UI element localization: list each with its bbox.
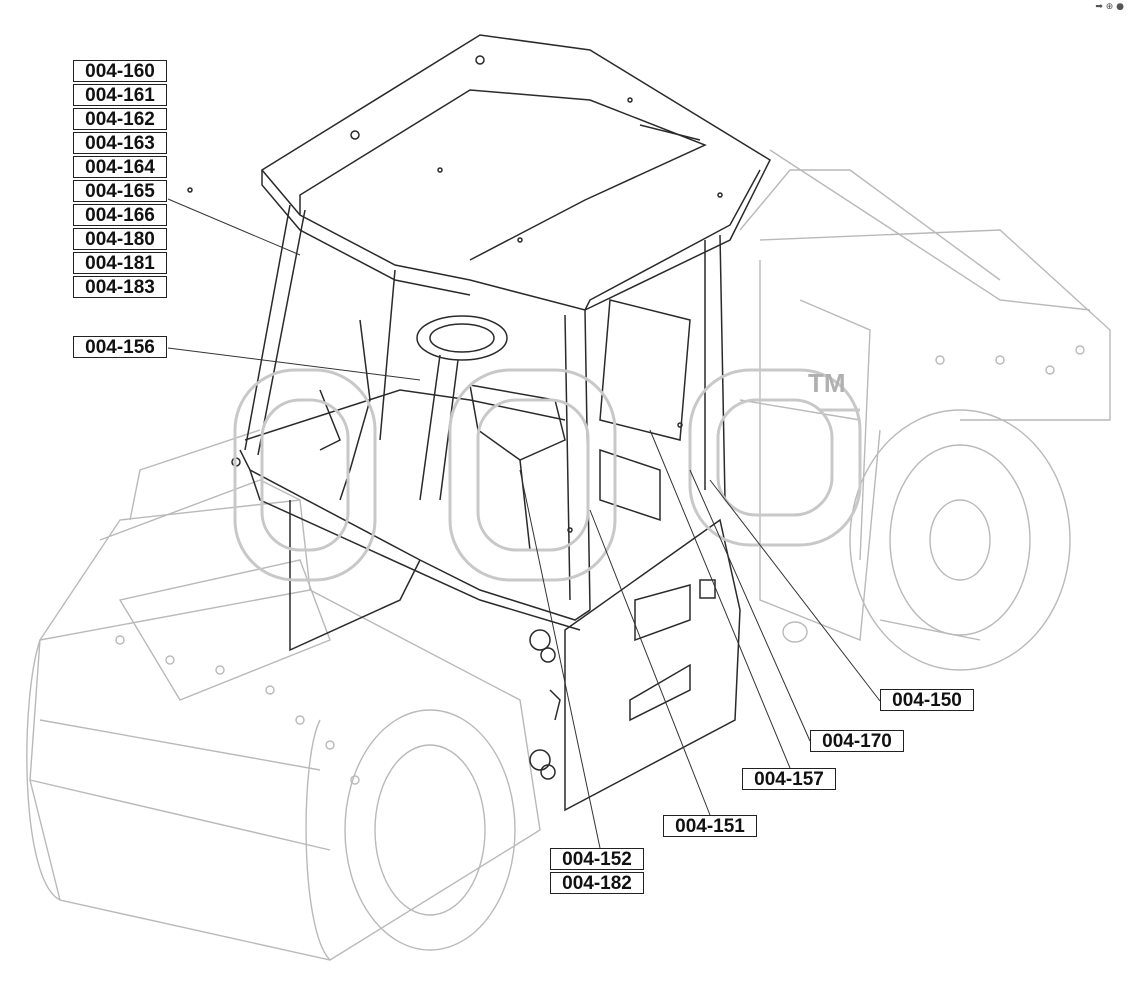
leader-roof-group bbox=[167, 198, 301, 256]
callout-004-163[interactable]: 004-163 bbox=[73, 132, 167, 154]
callout-group-roof: 004-160 004-161 004-162 004-163 004-164 … bbox=[73, 60, 167, 300]
callout-004-165[interactable]: 004-165 bbox=[73, 180, 167, 202]
roller-machine-outline bbox=[26, 149, 1111, 961]
callout-004-170[interactable]: 004-170 bbox=[810, 730, 904, 752]
leader-004-170 bbox=[689, 469, 811, 742]
callout-004-152[interactable]: 004-152 bbox=[550, 848, 644, 870]
callout-004-183[interactable]: 004-183 bbox=[73, 276, 167, 298]
cab-outline bbox=[187, 34, 771, 812]
callout-004-166[interactable]: 004-166 bbox=[73, 204, 167, 226]
trademark-symbol: TM bbox=[808, 368, 846, 398]
callout-004-181[interactable]: 004-181 bbox=[73, 252, 167, 274]
callout-004-150[interactable]: 004-150 bbox=[880, 689, 974, 711]
callout-004-180[interactable]: 004-180 bbox=[73, 228, 167, 250]
leader-004-150 bbox=[709, 479, 881, 702]
leader-004-157 bbox=[649, 429, 791, 769]
callout-004-151[interactable]: 004-151 bbox=[663, 815, 757, 837]
callout-004-160[interactable]: 004-160 bbox=[73, 60, 167, 82]
callout-004-162[interactable]: 004-162 bbox=[73, 108, 167, 130]
callout-group-bottom: 004-152 004-182 bbox=[550, 848, 644, 896]
callout-004-164[interactable]: 004-164 bbox=[73, 156, 167, 178]
callout-004-156[interactable]: 004-156 bbox=[73, 336, 167, 358]
corner-orientation-mark: ➡ ⊕ ● bbox=[1095, 2, 1124, 12]
callout-004-157[interactable]: 004-157 bbox=[742, 768, 836, 790]
callout-004-161[interactable]: 004-161 bbox=[73, 84, 167, 106]
leader-004-151 bbox=[589, 509, 711, 816]
leader-lines bbox=[167, 198, 881, 849]
callout-004-182[interactable]: 004-182 bbox=[550, 872, 644, 894]
leader-004-156 bbox=[167, 347, 421, 381]
ptc-watermark bbox=[233, 368, 862, 582]
leader-bottom-group bbox=[519, 469, 601, 849]
